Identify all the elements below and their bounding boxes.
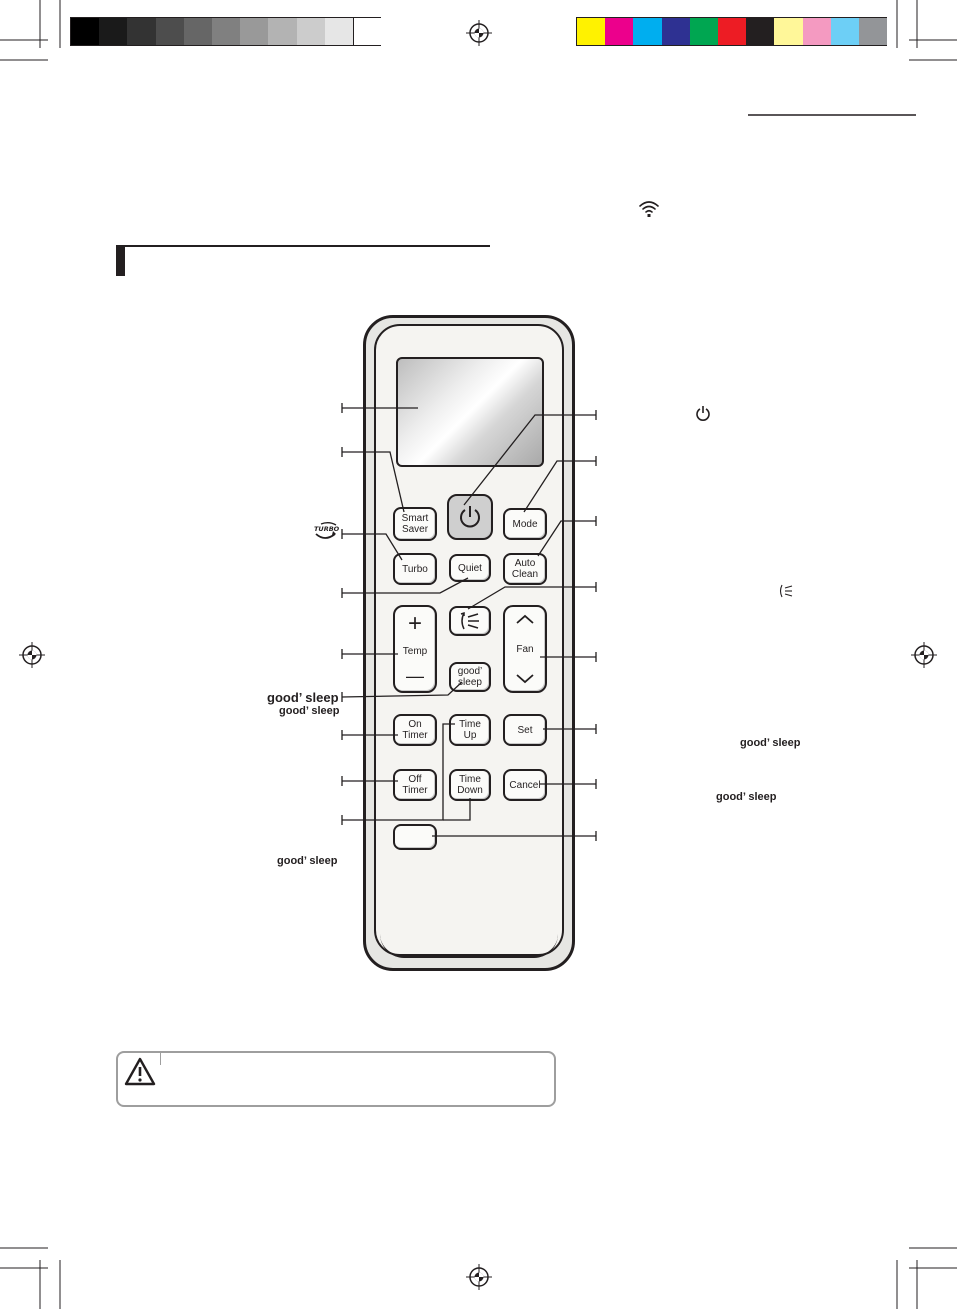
set-label: Set bbox=[517, 724, 533, 736]
registration-mark-icon bbox=[911, 642, 937, 668]
gray-swatch bbox=[212, 18, 241, 45]
mode-button[interactable]: Mode bbox=[503, 508, 547, 540]
registration-mark-icon bbox=[19, 642, 45, 668]
time-down-button[interactable]: Time Down bbox=[449, 769, 491, 801]
gray-swatch bbox=[127, 18, 156, 45]
good-sleep-small-label: good’ sleep bbox=[279, 705, 340, 717]
good-sleep-large-label: good’ sleep bbox=[267, 690, 339, 705]
gray-swatch bbox=[268, 18, 297, 45]
color-swatch bbox=[830, 18, 859, 45]
registration-mark-icon bbox=[466, 20, 492, 46]
color-bar bbox=[576, 17, 888, 46]
fan-down-chevron-icon[interactable] bbox=[515, 673, 535, 685]
turbo-icon-text: TURBO bbox=[314, 525, 339, 533]
on-timer-label-1: On bbox=[408, 719, 422, 730]
on-timer-label-2: Timer bbox=[402, 730, 428, 741]
quiet-label: Quiet bbox=[458, 562, 482, 574]
gray-swatch bbox=[183, 18, 212, 45]
swing-button[interactable] bbox=[449, 606, 491, 636]
auto-clean-label-2: Clean bbox=[511, 569, 539, 580]
caution-box bbox=[116, 1051, 556, 1107]
fan-up-chevron-icon[interactable] bbox=[515, 613, 535, 625]
smart-saver-label-2: Saver bbox=[401, 524, 429, 535]
swing-icon bbox=[460, 611, 479, 630]
on-timer-button[interactable]: On Timer bbox=[393, 714, 437, 746]
temp-rocker-button[interactable]: + Temp — bbox=[393, 605, 437, 693]
color-swatch bbox=[774, 18, 803, 45]
gray-swatch bbox=[240, 18, 269, 45]
registration-mark-icon bbox=[466, 1264, 492, 1290]
blank-function-button[interactable] bbox=[393, 824, 437, 850]
off-timer-button[interactable]: Off Timer bbox=[393, 769, 437, 801]
good-sleep-label-1: good’ bbox=[457, 666, 483, 677]
mode-label: Mode bbox=[512, 518, 538, 530]
color-swatch bbox=[802, 18, 831, 45]
power-button[interactable] bbox=[447, 494, 493, 540]
caution-divider bbox=[160, 1053, 161, 1065]
auto-clean-label-1: Auto bbox=[514, 558, 536, 569]
color-swatch bbox=[661, 18, 690, 45]
turbo-label: Turbo bbox=[402, 563, 428, 575]
off-timer-label-1: Off bbox=[408, 774, 422, 785]
smart-saver-button[interactable]: Smart Saver bbox=[393, 507, 437, 541]
color-swatch bbox=[746, 18, 775, 45]
time-up-button[interactable]: Time Up bbox=[449, 714, 491, 746]
power-icon bbox=[696, 406, 710, 421]
color-swatch bbox=[633, 18, 662, 45]
good-sleep-bottom-left-label: good’ sleep bbox=[277, 855, 338, 867]
quiet-button[interactable]: Quiet bbox=[449, 554, 491, 582]
warning-icon bbox=[124, 1057, 156, 1086]
time-down-label-1: Time bbox=[459, 774, 481, 785]
gray-swatch bbox=[296, 18, 325, 45]
grayscale-bar bbox=[70, 17, 382, 46]
gray-swatch bbox=[99, 18, 128, 45]
temp-plus-icon[interactable]: + bbox=[407, 610, 422, 637]
gray-swatch bbox=[353, 18, 382, 45]
fan-label: Fan bbox=[516, 643, 534, 655]
section-heading-marker bbox=[116, 246, 125, 276]
time-down-label-2: Down bbox=[457, 785, 483, 796]
smart-saver-label-1: Smart bbox=[401, 513, 429, 524]
temp-minus-icon[interactable]: — bbox=[406, 666, 424, 686]
color-swatch bbox=[577, 18, 606, 45]
cancel-label: Cancel bbox=[509, 779, 541, 791]
fan-rocker-button[interactable]: Fan bbox=[503, 605, 547, 693]
color-swatch bbox=[689, 18, 718, 45]
time-up-label-1: Time bbox=[459, 719, 481, 730]
color-swatch bbox=[859, 18, 888, 45]
swing-icon bbox=[779, 584, 793, 598]
wifi-signal-icon bbox=[639, 201, 659, 217]
time-up-label-2: Up bbox=[463, 730, 477, 741]
remote-display-screen bbox=[396, 357, 544, 467]
set-button[interactable]: Set bbox=[503, 714, 547, 746]
gray-swatch bbox=[71, 18, 100, 45]
good-sleep-label-2: sleep bbox=[458, 677, 482, 688]
color-swatch bbox=[718, 18, 747, 45]
temp-label: Temp bbox=[402, 645, 428, 657]
color-swatch bbox=[605, 18, 634, 45]
gray-swatch bbox=[155, 18, 184, 45]
good-sleep-right-label-2: good’ sleep bbox=[716, 791, 777, 803]
off-timer-label-2: Timer bbox=[402, 785, 428, 796]
cancel-button[interactable]: Cancel bbox=[503, 769, 547, 801]
good-sleep-right-label-1: good’ sleep bbox=[740, 737, 801, 749]
auto-clean-button[interactable]: Auto Clean bbox=[503, 553, 547, 585]
turbo-icon: TURBO bbox=[314, 522, 339, 539]
gray-swatch bbox=[324, 18, 353, 45]
power-icon bbox=[460, 506, 480, 528]
remote-bottom-edge bbox=[380, 928, 558, 958]
